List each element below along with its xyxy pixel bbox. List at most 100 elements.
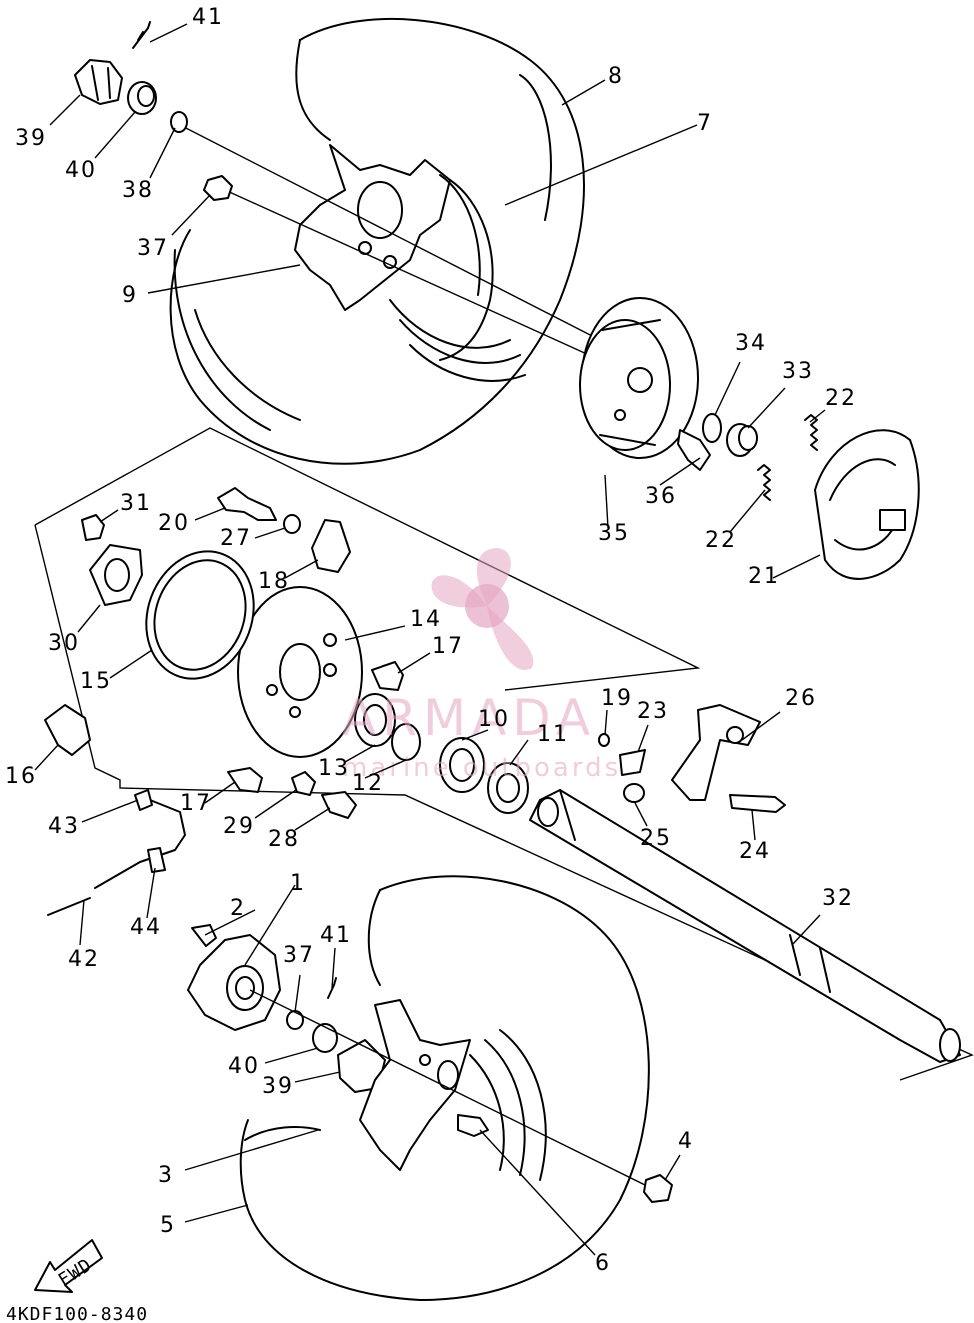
callout-25: 25 [640,826,672,851]
callout-22: 22 [825,386,857,411]
bolt-28 [321,791,357,819]
leader-line-8 [561,79,606,106]
wheel-nut-top [203,175,233,201]
hub-bolt [191,924,217,947]
leader-line-6 [479,1129,596,1256]
callout-44: 44 [130,915,162,940]
lower-axle-line [249,989,646,1186]
diagram-code: 4KDF100-8340 [6,1304,148,1323]
leader-line-26 [741,711,781,741]
leader-line-32 [791,914,821,946]
callout-37: 37 [283,943,315,968]
leader-line-19 [604,709,608,736]
leader-line-11 [509,739,529,766]
cable-holder [147,847,166,873]
leader-line-40 [264,1047,319,1064]
leader-line-27 [254,527,286,539]
callout-28: 28 [268,827,300,852]
leader-line-14 [344,625,406,641]
leader-line-9 [147,264,301,294]
leader-line-5 [184,1204,249,1223]
leader-line-39 [294,1071,341,1083]
callout-1: 1 [290,871,306,896]
leader-line-13 [344,744,376,763]
callout-5: 5 [160,1213,176,1238]
callout-leaders [34,23,826,1256]
lever-bolt [729,794,786,813]
leader-line-4 [664,1154,681,1181]
callout-40: 40 [65,158,97,183]
brake-cable [94,799,186,889]
leader-line-24 [751,809,756,841]
callout-26: 26 [785,686,817,711]
leader-line-28 [294,807,331,831]
leader-line-25 [634,802,648,827]
leader-line-17 [397,652,431,674]
callout-36: 36 [645,484,677,509]
leader-line-18 [284,559,319,579]
callout-34: 34 [735,331,767,356]
spring-upper [804,414,818,451]
leader-line-35 [604,474,609,529]
seal-11 [487,762,529,814]
washer-23 [619,749,646,776]
callout-14: 14 [410,607,442,632]
callout-37: 37 [137,236,169,261]
brake-cam-lever [671,704,761,801]
callout-32: 32 [822,886,854,911]
collar [726,423,758,457]
leader-line-30 [77,604,101,633]
leader-line-17 [204,781,236,804]
callout-13: 13 [318,756,350,781]
assembly-frame [34,427,974,1081]
brake-backing-plate [237,586,363,758]
leader-line-41 [331,947,336,989]
callout-3: 3 [158,1163,174,1188]
hub-cap-top [74,59,123,105]
callout-21: 21 [748,564,780,589]
callout-18: 18 [258,569,290,594]
leader-line-36 [659,457,701,486]
axle-nut-top [127,81,157,115]
callout-24: 24 [739,839,771,864]
callout-38: 38 [122,178,154,203]
callout-39: 39 [262,1074,294,1099]
watermark-brand: ARMADA [342,689,596,747]
leader-line-16 [34,744,59,771]
callout-17: 17 [432,634,464,659]
upper-tire [169,18,585,465]
leader-line-44 [146,867,156,919]
bolt-17-lower [227,767,263,793]
callout-31: 31 [120,491,152,516]
upper-wheel-rim [294,144,494,361]
leader-line-22 [729,489,766,533]
brake-caliper [311,519,351,573]
leader-line-3 [184,1129,319,1171]
cable-clip [134,789,153,811]
brake-shoe [814,429,920,580]
leader-line-37 [294,974,301,1013]
cotter-pin-top [132,21,151,49]
leader-line-41 [149,23,188,43]
watermark-logo [431,548,534,671]
leader-line-43 [81,799,139,823]
callout-30: 30 [48,631,80,656]
leader-line-20 [194,507,226,521]
callout-16: 16 [5,764,37,789]
drum-bolt [677,429,711,471]
plate-bolt [81,514,105,541]
leader-line-42 [79,899,85,946]
bolt-17-upper [371,661,404,691]
callout-33: 33 [782,359,814,384]
bearing-10 [439,737,485,793]
fwd-arrow: FWD [34,1239,103,1293]
cotter-pin-lower [327,977,337,999]
leader-line-2 [204,909,256,936]
lower-tire [239,875,650,1301]
cable-pin [47,897,91,916]
leader-line-34 [714,361,741,416]
leader-line-15 [109,649,153,679]
bearing-13 [354,693,396,747]
